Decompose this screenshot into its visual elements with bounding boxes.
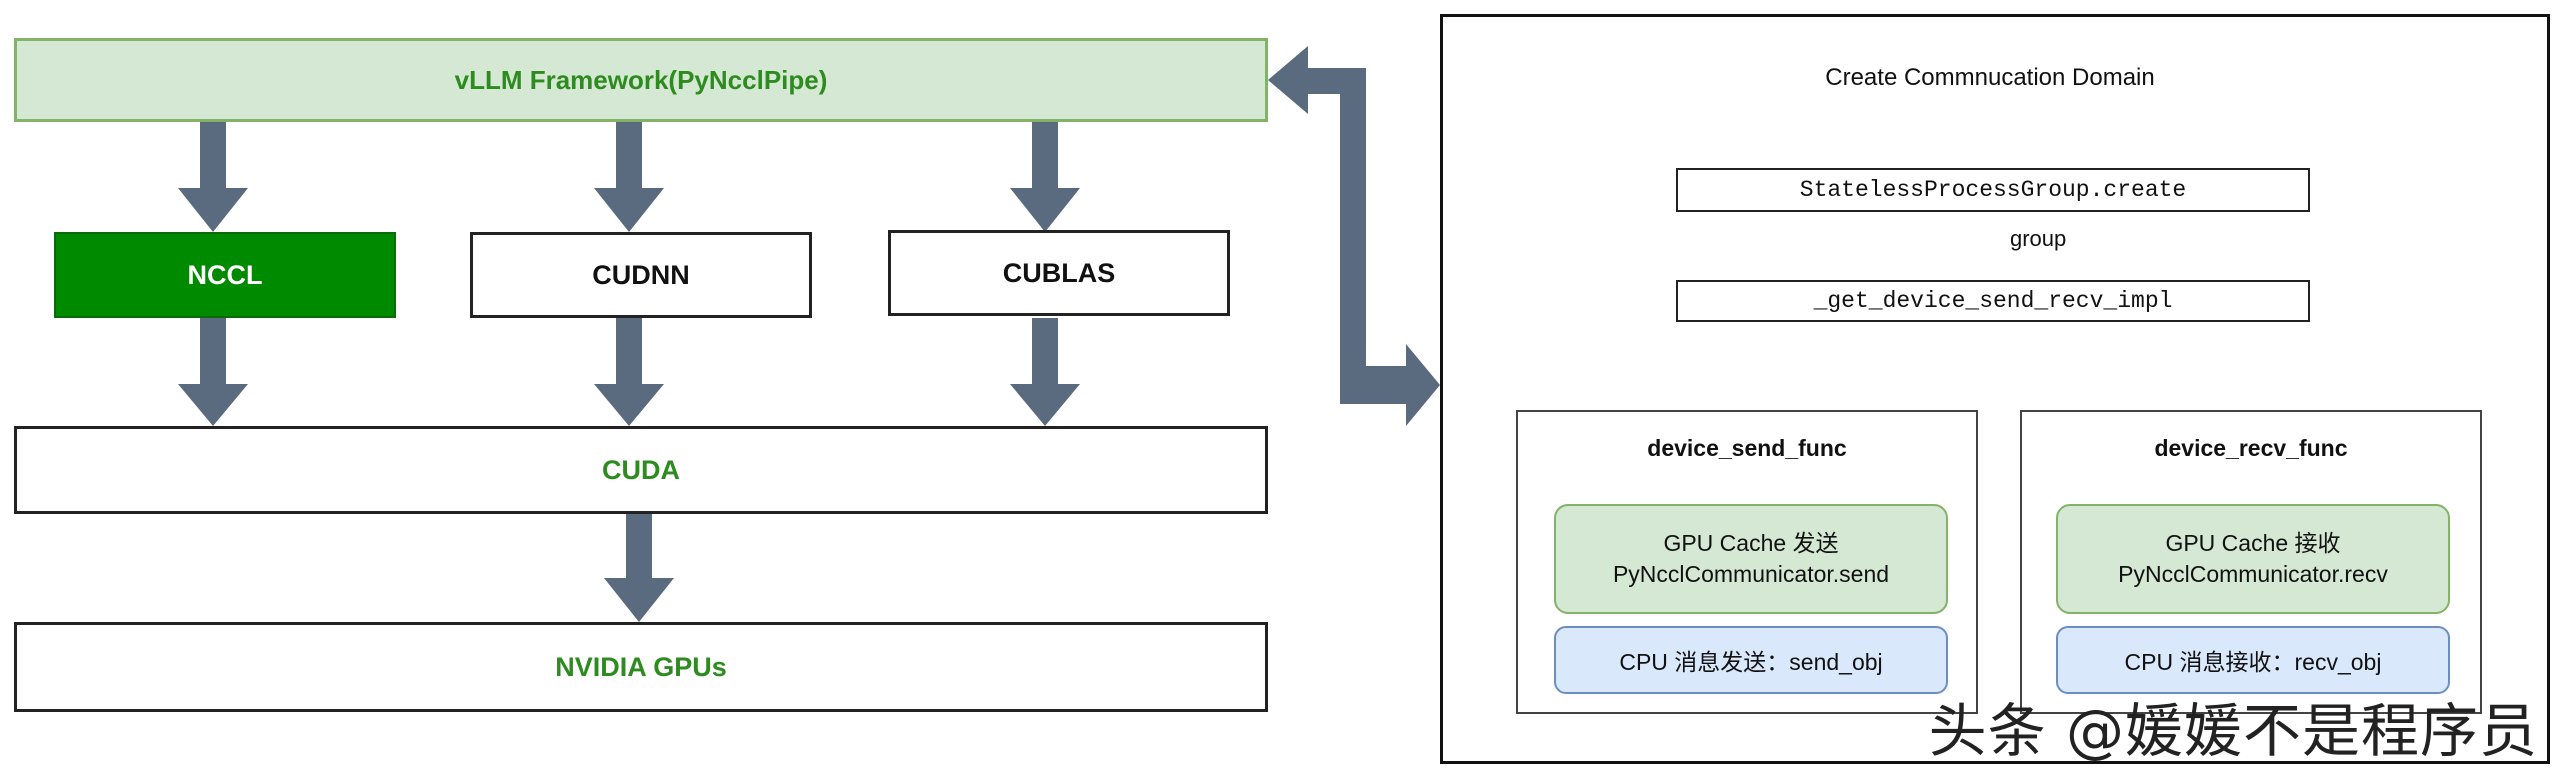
send-gpu-line2: PyNcclCommunicator.send — [1612, 561, 1890, 587]
gpus-box: NVIDIA GPUs — [14, 622, 1268, 712]
send-cpu-label: CPU 消息发送：send_obj — [1619, 649, 1883, 675]
watermark: 头条 @媛媛不是程序员 — [1928, 697, 2538, 765]
nccl-label: NCCL — [187, 259, 263, 290]
arrow-framework-to-cudnn — [594, 122, 664, 232]
cudnn-box: CUDNN — [470, 232, 812, 318]
impl-box: _get_device_send_recv_impl — [1676, 280, 2310, 322]
send-gpu-box: GPU Cache 发送 PyNcclCommunicator.send — [1554, 504, 1948, 614]
arrow-cublas-to-cuda — [1010, 318, 1080, 426]
recv-gpu-box: GPU Cache 接收 PyNcclCommunicator.recv — [2056, 504, 2450, 614]
arrow-cudnn-to-cuda — [594, 318, 664, 426]
send-title: device_send_func — [1647, 434, 1847, 461]
recv-title: device_recv_func — [2154, 434, 2348, 461]
cuda-label: CUDA — [602, 454, 680, 485]
group-label: group — [2010, 226, 2067, 251]
framework-label: vLLM Framework(PyNcclPipe) — [454, 64, 828, 95]
framework-box: vLLM Framework(PyNcclPipe) — [14, 38, 1268, 122]
panel-title: Create Commnucation Domain — [1825, 64, 2155, 91]
nccl-box: NCCL — [54, 232, 396, 318]
arrow-framework-to-cublas — [1010, 122, 1080, 232]
gpus-label: NVIDIA GPUs — [555, 651, 727, 682]
arrow-nccl-to-cuda — [178, 318, 248, 426]
arrow-framework-to-detail — [1268, 46, 1440, 426]
create-label: StatelessProcessGroup.create — [1799, 177, 2187, 203]
recv-cpu-label: CPU 消息接收：recv_obj — [2124, 649, 2382, 675]
cublas-label: CUBLAS — [1002, 257, 1116, 288]
cublas-box: CUBLAS — [888, 230, 1230, 316]
create-box: StatelessProcessGroup.create — [1676, 168, 2310, 212]
send-cpu-box: CPU 消息发送：send_obj — [1554, 626, 1948, 694]
arrow-framework-to-nccl — [178, 122, 248, 232]
recv-gpu-line2: PyNcclCommunicator.recv — [2118, 561, 2388, 587]
recv-cpu-box: CPU 消息接收：recv_obj — [2056, 626, 2450, 694]
send-gpu-line1: GPU Cache 发送 — [1663, 529, 1839, 556]
cuda-box: CUDA — [14, 426, 1268, 514]
impl-label: _get_device_send_recv_impl — [1813, 288, 2173, 314]
recv-gpu-line1: GPU Cache 接收 — [2165, 529, 2341, 556]
arrow-cuda-to-gpus — [604, 514, 674, 622]
cudnn-label: CUDNN — [592, 259, 690, 290]
